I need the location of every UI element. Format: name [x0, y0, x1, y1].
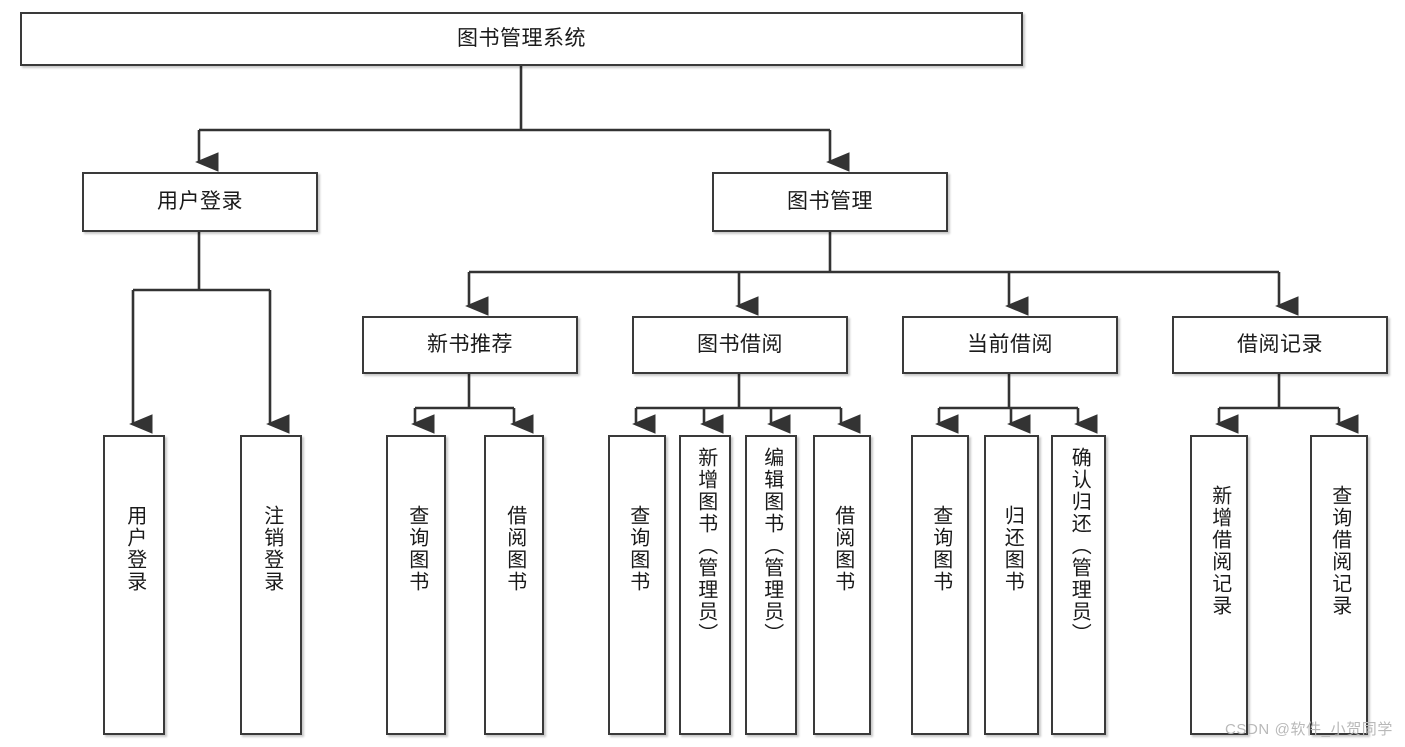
node-new-book-recommend[interactable]: 新书推荐: [362, 316, 578, 374]
node-leaf-confirm-return-admin-label: 确认归还（管理员）: [1068, 447, 1091, 645]
node-leaf-query-borrow-record[interactable]: 查询借阅记录: [1310, 435, 1368, 735]
node-leaf-edit-book-admin-label: 编辑图书（管理员）: [760, 447, 783, 645]
node-leaf-return-book-label: 归还图书: [1001, 505, 1024, 593]
node-leaf-add-book-admin-label: 新增图书（管理员）: [694, 447, 717, 645]
node-leaf-borrow-book-recommend[interactable]: 借阅图书: [484, 435, 544, 735]
node-leaf-edit-book-admin[interactable]: 编辑图书（管理员）: [745, 435, 797, 735]
node-book-borrow[interactable]: 图书借阅: [632, 316, 848, 374]
node-leaf-query-book-borrow-label: 查询图书: [626, 505, 649, 593]
node-leaf-query-book-recommend[interactable]: 查询图书: [386, 435, 446, 735]
node-leaf-query-borrow-record-label: 查询借阅记录: [1328, 485, 1351, 617]
node-user-login[interactable]: 用户登录: [82, 172, 318, 232]
node-current-borrow[interactable]: 当前借阅: [902, 316, 1118, 374]
node-root[interactable]: 图书管理系统: [20, 12, 1023, 66]
node-book-management[interactable]: 图书管理: [712, 172, 948, 232]
node-book-borrow-label: 图书借阅: [697, 332, 783, 356]
node-leaf-query-book-current[interactable]: 查询图书: [911, 435, 969, 735]
node-leaf-borrow-book-label: 借阅图书: [831, 505, 854, 593]
node-leaf-query-book-recommend-label: 查询图书: [405, 505, 428, 593]
node-leaf-return-book[interactable]: 归还图书: [984, 435, 1039, 735]
node-leaf-confirm-return-admin[interactable]: 确认归还（管理员）: [1051, 435, 1106, 735]
node-leaf-add-borrow-record-label: 新增借阅记录: [1208, 485, 1231, 617]
node-current-borrow-label: 当前借阅: [967, 332, 1053, 356]
node-new-book-recommend-label: 新书推荐: [427, 332, 513, 356]
node-leaf-user-login-label: 用户登录: [123, 505, 146, 593]
watermark-text: CSDN @软件_小贺同学: [1224, 721, 1393, 738]
node-leaf-add-book-admin[interactable]: 新增图书（管理员）: [679, 435, 731, 735]
node-user-login-label: 用户登录: [157, 189, 243, 213]
node-leaf-logout-login-label: 注销登录: [260, 505, 283, 593]
node-leaf-borrow-book-recommend-label: 借阅图书: [503, 505, 526, 593]
node-borrow-records-label: 借阅记录: [1237, 332, 1323, 356]
node-book-management-label: 图书管理: [787, 189, 873, 213]
node-borrow-records[interactable]: 借阅记录: [1172, 316, 1388, 374]
node-leaf-query-book-current-label: 查询图书: [929, 505, 952, 593]
node-leaf-logout-login[interactable]: 注销登录: [240, 435, 302, 735]
node-leaf-query-book-borrow[interactable]: 查询图书: [608, 435, 666, 735]
node-leaf-borrow-book[interactable]: 借阅图书: [813, 435, 871, 735]
node-root-label: 图书管理系统: [457, 26, 586, 50]
node-leaf-user-login[interactable]: 用户登录: [103, 435, 165, 735]
node-leaf-add-borrow-record[interactable]: 新增借阅记录: [1190, 435, 1248, 735]
